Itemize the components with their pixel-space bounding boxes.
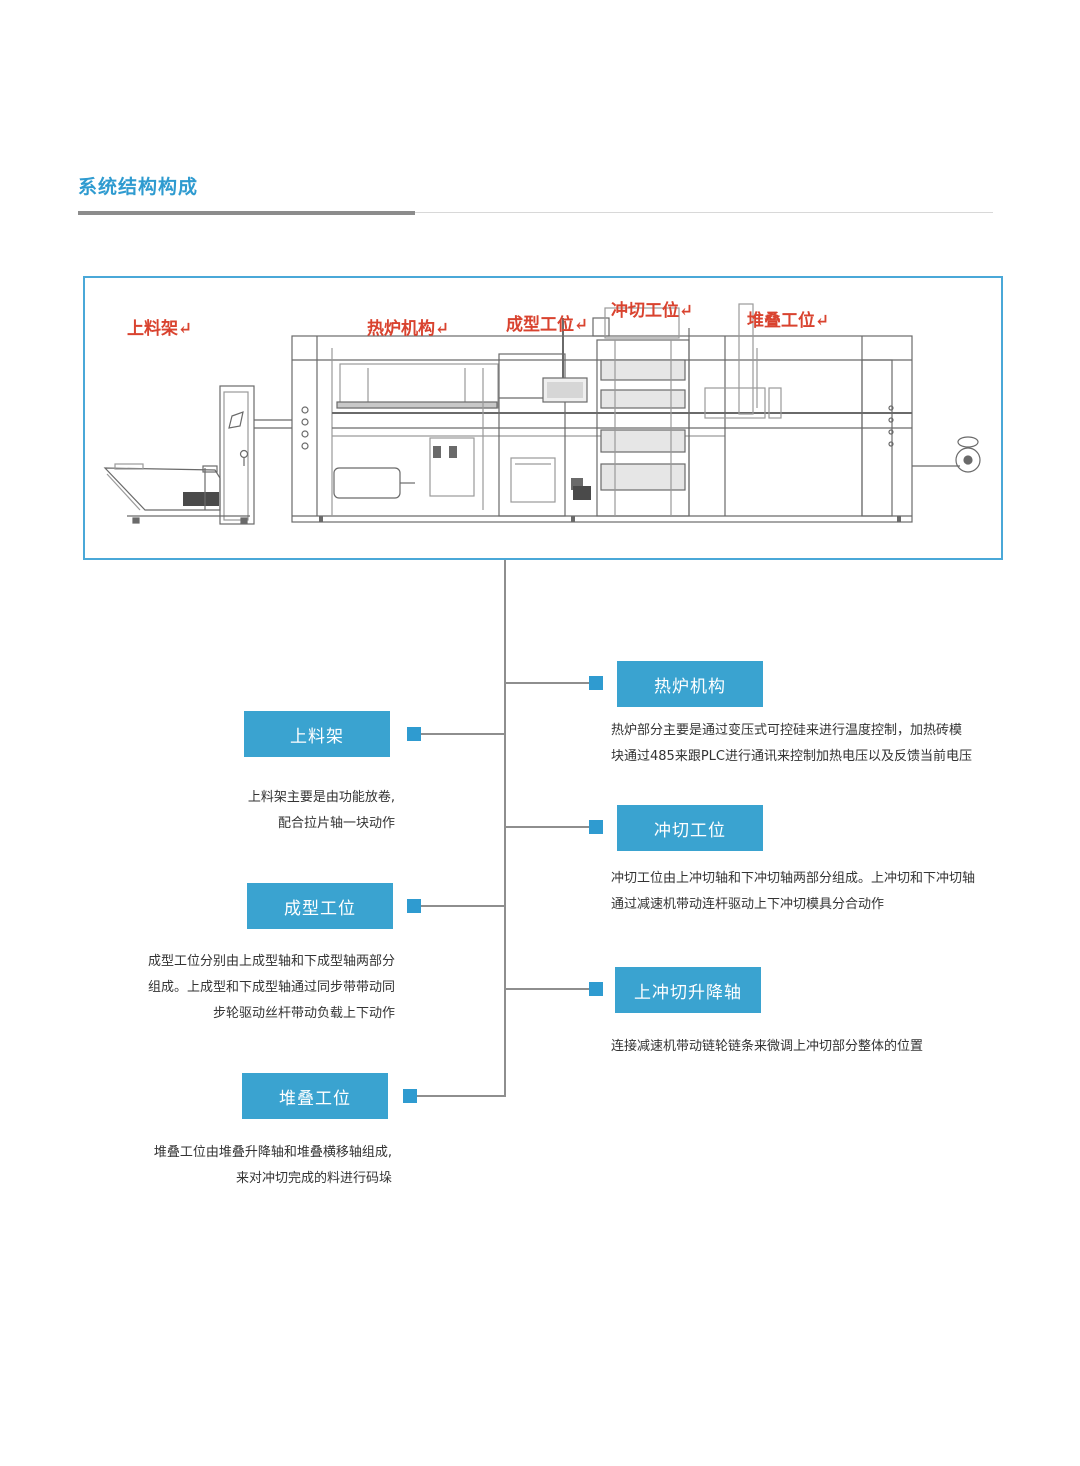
- module-desc-lift: 连接减速机带动链轮链条来微调上冲切部分整体的位置: [611, 1039, 924, 1054]
- module-desc-feeder: 上料架主要是由功能放卷, 配合拉片轴一块动作: [247, 790, 395, 831]
- section-title: 系统结构构成: [78, 176, 199, 198]
- connector-forming: [420, 905, 506, 907]
- connector-stacking: [416, 1095, 506, 1097]
- title-divider: [415, 212, 993, 213]
- bullet-stacking: [403, 1089, 417, 1103]
- connector-trunk: [504, 560, 506, 1097]
- diagram-label-forming: 成型工位↵: [506, 315, 589, 335]
- diagram-label-heater: 热炉机构↵: [367, 319, 450, 339]
- connector-heater: [504, 682, 590, 684]
- connector-punch: [504, 826, 590, 828]
- bullet-lift: [589, 982, 603, 996]
- connector-feeder: [420, 733, 506, 735]
- main-machine-body: [291, 303, 913, 523]
- connector-lift: [504, 988, 590, 990]
- bullet-heater: [589, 676, 603, 690]
- feeder-rack-drawing: [103, 385, 292, 525]
- module-tag-feeder: 上料架: [244, 711, 390, 757]
- bullet-forming: [407, 899, 421, 913]
- machine-diagram: 上料架↵ 热炉机构↵ 成型工位↵ 冲切工位↵ 堆叠工位↵: [83, 276, 1003, 560]
- output-reel-drawing: [912, 436, 981, 473]
- module-tag-punch: 冲切工位: [617, 805, 763, 851]
- diagram-label-stacking: 堆叠工位↵: [747, 311, 830, 331]
- module-desc-forming: 成型工位分别由上成型轴和下成型轴两部分 组成。上成型和下成型轴通过同步带带动同 …: [147, 954, 395, 1021]
- diagram-label-punch: 冲切工位↵: [611, 301, 694, 321]
- module-tag-forming: 成型工位: [247, 883, 393, 929]
- module-desc-punch: 冲切工位由上冲切轴和下冲切轴两部分组成。上冲切和下冲切轴 通过减速机带动连杆驱动…: [611, 871, 976, 912]
- module-desc-heater: 热炉部分主要是通过变压式可控硅来进行温度控制，加热砖模 块通过485来跟PLC进…: [611, 723, 972, 764]
- module-tag-stacking: 堆叠工位: [242, 1073, 388, 1119]
- bullet-feeder: [407, 727, 421, 741]
- bullet-punch: [589, 820, 603, 834]
- diagram-label-feeder: 上料架↵: [127, 319, 193, 339]
- module-tag-lift: 上冲切升降轴: [615, 967, 761, 1013]
- machine-drawing: [103, 303, 981, 525]
- module-desc-stacking: 堆叠工位由堆叠升降轴和堆叠横移轴组成, 来对冲切完成的料进行码垛: [153, 1145, 392, 1186]
- title-underline: [78, 211, 415, 215]
- module-tag-heater: 热炉机构: [617, 661, 763, 707]
